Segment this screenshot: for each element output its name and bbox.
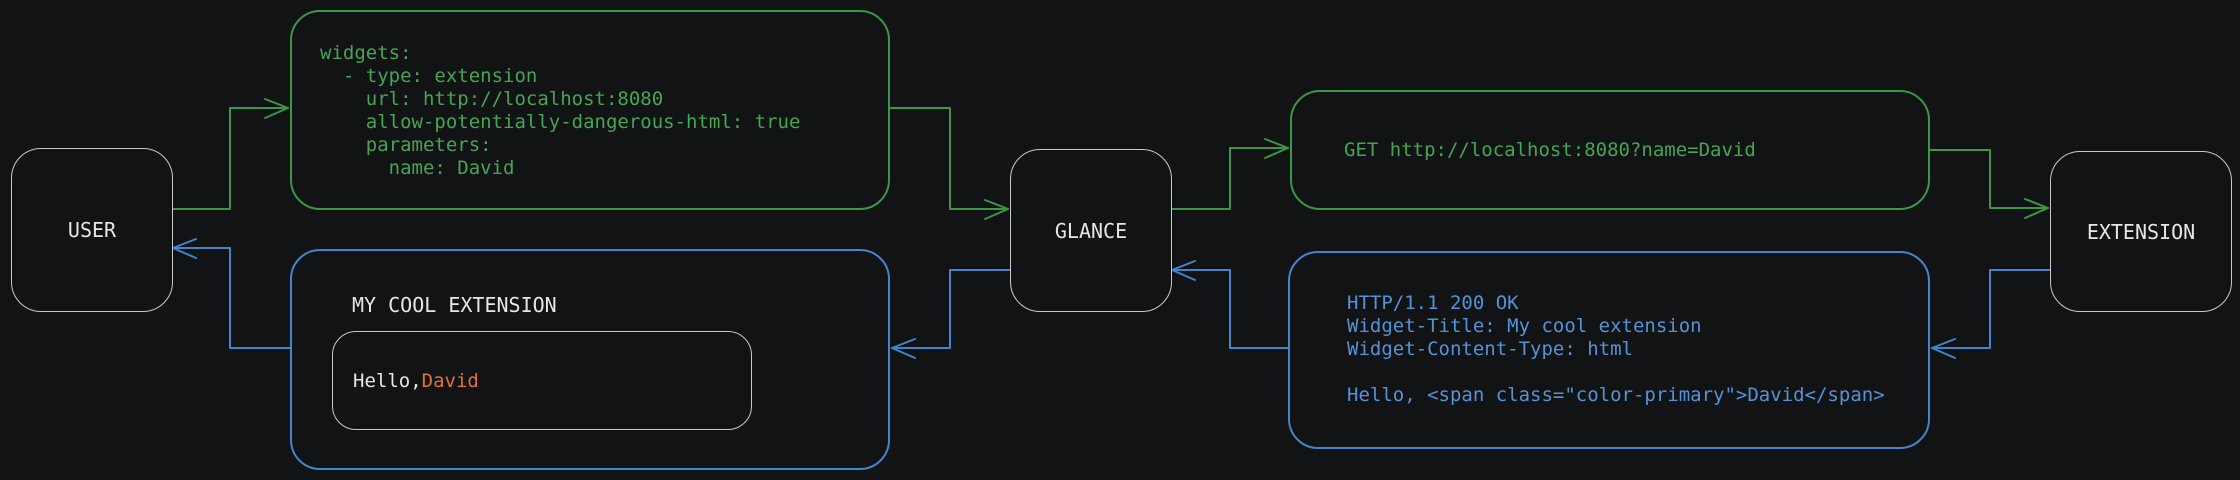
wire-preview-to-user	[172, 247, 291, 349]
http-response-box: HTTP/1.1 200 OK Widget-Title: My cool ex…	[1288, 251, 1930, 449]
blue-response-flow	[172, 238, 2051, 359]
arrowhead-into-preview	[891, 338, 916, 359]
wire-response-to-glance	[1171, 269, 1289, 349]
wire-config-to-glance	[889, 107, 1009, 210]
arrowhead-into-glance-left	[984, 199, 1009, 220]
node-extension: EXTENSION	[2050, 151, 2232, 312]
greeting-prefix: Hello,	[353, 369, 422, 392]
glance-config-yaml: widgets: - type: extension url: http://l…	[320, 42, 801, 179]
node-extension-label: EXTENSION	[2086, 219, 2196, 244]
node-user: USER	[11, 148, 173, 312]
green-request-flow	[170, 98, 2049, 220]
arrowhead-into-response	[1931, 338, 1956, 359]
wire-glance-to-preview	[891, 269, 1011, 349]
widget-preview-title: MY COOL EXTENSION	[352, 293, 557, 317]
widget-preview-box: MY COOL EXTENSION Hello, David	[290, 249, 890, 470]
greeting-name: David	[421, 369, 479, 392]
wire-extension-to-response	[1931, 269, 2051, 349]
wire-user-to-config	[170, 107, 289, 210]
http-response-text: HTTP/1.1 200 OK Widget-Title: My cool ex…	[1347, 292, 1885, 406]
glance-config-box: widgets: - type: extension url: http://l…	[290, 10, 890, 210]
node-glance: GLANCE	[1010, 149, 1172, 312]
node-user-label: USER	[67, 218, 117, 242]
wire-request-to-extension	[1929, 149, 2049, 209]
http-request-box: GET http://localhost:8080?name=David	[1290, 90, 1930, 210]
arrowhead-into-request	[1264, 138, 1289, 159]
arrowhead-into-config	[264, 98, 289, 119]
wire-glance-to-request	[1169, 147, 1289, 210]
arrowhead-into-user	[172, 238, 197, 259]
arrowhead-into-glance-right	[1171, 260, 1196, 281]
arrowhead-into-extension	[2024, 198, 2049, 219]
widget-preview-window: Hello, David	[332, 331, 752, 430]
http-request-text: GET http://localhost:8080?name=David	[1344, 138, 1756, 161]
node-glance-label: GLANCE	[1054, 218, 1128, 243]
